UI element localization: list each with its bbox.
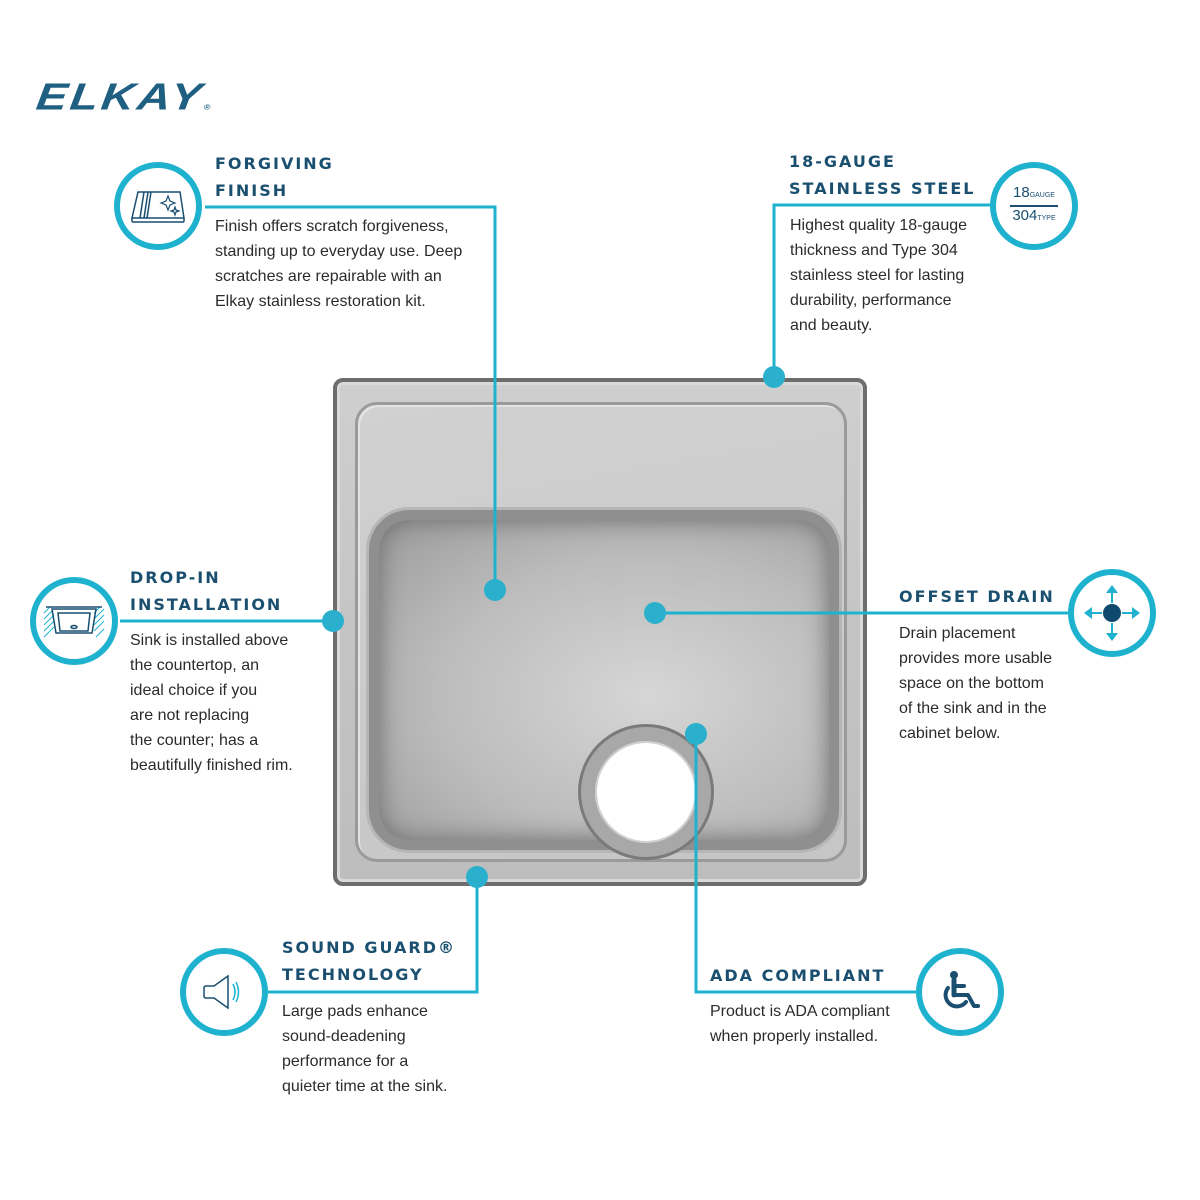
body-line: scratches are repairable with an xyxy=(215,268,442,285)
sink-basin xyxy=(369,510,839,857)
body-line: beautifully finished rim. xyxy=(130,757,293,774)
title-line: FINISH xyxy=(215,181,289,200)
drop-in-icon-circle xyxy=(30,577,118,665)
title-line: 18-GAUGE xyxy=(789,152,896,171)
body-line: ideal choice if you xyxy=(130,682,258,699)
gauge-label: GAUGE xyxy=(1029,192,1055,199)
body-line: thickness and Type 304 xyxy=(790,242,958,259)
forgiving-finish-title: FORGIVING FINISH xyxy=(215,150,334,204)
body-line: of the sink and in the xyxy=(899,700,1047,717)
offset-arrows-icon xyxy=(1084,585,1140,641)
offset-drain-icon-circle xyxy=(1068,569,1156,657)
title-line: STAINLESS STEEL xyxy=(789,179,976,198)
type-label: TYPE xyxy=(1037,215,1056,222)
body-line: are not replacing xyxy=(130,707,250,724)
body-line: Highest quality 18-gauge xyxy=(790,217,968,234)
sink-image xyxy=(333,378,867,886)
body-line: the counter; has a xyxy=(130,732,259,749)
drop-in-description: Sink is installed above the countertop, … xyxy=(130,628,293,778)
body-line: durability, performance xyxy=(790,292,952,309)
sound-guard-title: SOUND GUARD® TECHNOLOGY xyxy=(282,934,456,988)
body-line: stainless steel for lasting xyxy=(790,267,965,284)
title-line: INSTALLATION xyxy=(130,595,283,614)
body-line: sound-deadening xyxy=(282,1028,406,1045)
body-line: provides more usable xyxy=(899,650,1052,667)
drop-in-title: DROP-IN INSTALLATION xyxy=(130,564,282,618)
ada-title: ADA COMPLIANT xyxy=(710,962,885,989)
body-line: Elkay stainless restoration kit. xyxy=(215,293,426,310)
body-line: Sink is installed above xyxy=(130,632,289,649)
sound-guard-description: Large pads enhance sound-deadening perfo… xyxy=(282,999,447,1099)
body-line: Large pads enhance xyxy=(282,1003,428,1020)
body-line: and beauty. xyxy=(790,317,873,334)
ada-icon-circle xyxy=(916,948,1004,1036)
gauge-number: 18 xyxy=(1013,184,1030,201)
body-line: when properly installed. xyxy=(710,1028,879,1045)
offset-drain-title: OFFSET DRAIN xyxy=(899,583,1055,610)
body-line: performance for a xyxy=(282,1053,409,1070)
title-line: OFFSET DRAIN xyxy=(899,587,1055,606)
scratch-panel-sparkle-icon xyxy=(131,191,185,223)
body-line: Finish offers scratch forgiveness, xyxy=(215,218,449,235)
logo-text: ELKAY xyxy=(33,74,208,118)
gauge-type-icon: 18GAUGE 304TYPE xyxy=(1010,185,1058,227)
gauge-steel-description: Highest quality 18-gauge thickness and T… xyxy=(790,213,967,338)
gauge-steel-title: 18-GAUGE STAINLESS STEEL xyxy=(789,148,975,202)
body-line: the countertop, an xyxy=(130,657,259,674)
title-line: DROP-IN xyxy=(130,568,221,587)
type-number: 304 xyxy=(1012,207,1038,224)
elkay-logo: ELKAY® xyxy=(34,74,215,118)
title-line: ADA COMPLIANT xyxy=(710,966,886,985)
title-line: FORGIVING xyxy=(215,154,334,173)
body-line: cabinet below. xyxy=(899,725,1001,742)
body-line: Drain placement xyxy=(899,625,1016,642)
registered-mark: ® xyxy=(203,102,212,111)
forgiving-finish-description: Finish offers scratch forgiveness, stand… xyxy=(215,214,462,314)
body-line: Product is ADA compliant xyxy=(710,1003,890,1020)
title-line: TECHNOLOGY xyxy=(282,965,424,984)
ada-description: Product is ADA compliant when properly i… xyxy=(710,999,890,1049)
speaker-icon xyxy=(203,974,240,1010)
body-line: standing up to everyday use. Deep xyxy=(215,243,463,260)
body-line: space on the bottom xyxy=(899,675,1044,692)
divider xyxy=(1010,205,1058,207)
sound-guard-icon-circle xyxy=(180,948,268,1036)
forgiving-finish-icon-circle xyxy=(114,162,202,250)
offset-drain-description: Drain placement provides more usable spa… xyxy=(899,621,1052,746)
wheelchair-icon xyxy=(943,971,980,1009)
body-line: quieter time at the sink. xyxy=(282,1078,448,1095)
title-line: SOUND GUARD® xyxy=(282,938,456,957)
drain-hole xyxy=(581,727,711,857)
gauge-steel-icon-circle: 18GAUGE 304TYPE xyxy=(990,162,1078,250)
drop-in-sink-icon xyxy=(43,606,105,638)
